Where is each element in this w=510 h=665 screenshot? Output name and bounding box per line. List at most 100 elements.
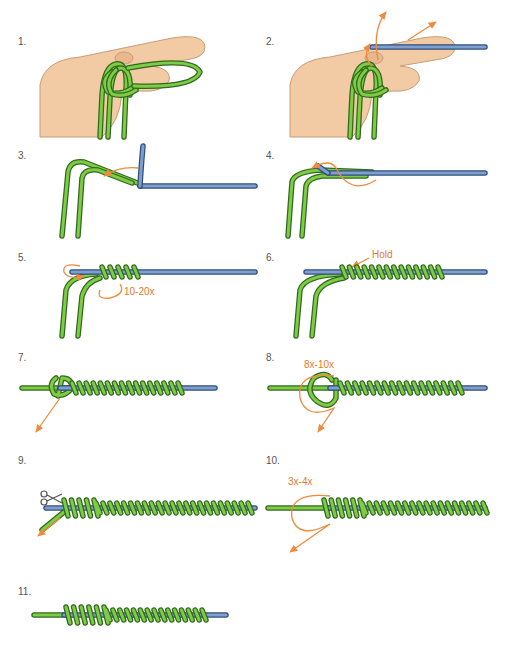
coil-wrap-outline — [423, 267, 427, 277]
coil-wrap-outline — [340, 383, 344, 393]
coil-wrap — [483, 503, 487, 513]
blue-line-outline — [140, 146, 143, 186]
green-line-outline — [302, 176, 366, 236]
coil-wrap — [124, 503, 128, 513]
green-line-outline — [78, 278, 100, 336]
coil-wrap-outline — [433, 503, 437, 513]
coil-wrap-outline — [136, 383, 140, 393]
coil-wrap — [121, 383, 125, 393]
scissors-icon — [41, 491, 62, 505]
coil-wrap-outline — [93, 383, 97, 393]
coil-wrap-outline — [127, 610, 131, 620]
coil-wrap — [372, 267, 376, 277]
coil-wrap — [207, 503, 211, 513]
coil-wrap-outline — [202, 610, 206, 620]
coil-wrap — [127, 610, 131, 620]
coil-wrap — [175, 610, 179, 620]
coil-wrap-outline — [394, 267, 398, 277]
coil-wrap-outline — [144, 503, 148, 513]
coil-wrap-outline — [100, 383, 104, 393]
coil-wrap — [416, 267, 420, 277]
coil-wrap — [469, 503, 473, 513]
coil-wrap — [349, 267, 353, 277]
coil-wrap — [421, 383, 425, 393]
coil-wrap-outline — [364, 267, 368, 277]
step-number: 7. — [18, 352, 26, 364]
coil-wrap-outline — [451, 383, 455, 393]
coil-wrap — [347, 383, 351, 393]
coil-wrap-outline — [151, 503, 155, 513]
coil-wrap — [81, 607, 85, 623]
coil-wrap-outline — [102, 267, 106, 277]
coil-wrap — [129, 383, 133, 393]
step-number: 8. — [266, 352, 274, 364]
coil-wrap-outline — [181, 610, 185, 620]
coil-wrap — [362, 383, 366, 393]
coil-wrap-outline — [438, 267, 442, 277]
coil-wrap-outline — [462, 503, 466, 513]
hand-step-2 — [290, 37, 455, 137]
coil-wrap-outline — [193, 503, 197, 513]
coil-wrap-outline — [129, 383, 133, 393]
coil-wrap — [419, 503, 423, 513]
coil-wrap-outline — [419, 503, 423, 513]
coil-wrap-outline — [72, 383, 76, 393]
blue-line — [72, 271, 255, 274]
coil-wrap — [74, 607, 78, 623]
coil-wrap-outline — [372, 267, 376, 277]
green-line — [78, 170, 132, 236]
coil-wrap — [458, 383, 462, 393]
coil-wrap-outline — [137, 503, 141, 513]
coil-wrap — [241, 503, 245, 513]
green-line — [42, 512, 64, 530]
coil-wrap — [161, 610, 165, 620]
coil-wrap-outline — [331, 500, 335, 516]
coil-wrap-outline — [346, 500, 350, 516]
coil-wrap — [340, 383, 344, 393]
green-line — [359, 70, 386, 95]
coil-wrap-outline — [186, 503, 190, 513]
coil-wrap — [144, 503, 148, 513]
coil-wrap — [438, 267, 442, 277]
coil-wrap-outline — [436, 383, 440, 393]
coil-wrap-outline — [447, 503, 451, 513]
coil-wrap-outline — [103, 503, 107, 513]
coil-wrap-outline — [118, 267, 122, 277]
coil-wrap-outline — [416, 267, 420, 277]
coil-wrap-outline — [443, 383, 447, 393]
coil-wrap — [370, 383, 374, 393]
coil-wrap — [342, 267, 346, 277]
coil-wrap — [151, 503, 155, 513]
coil-wrap — [455, 503, 459, 513]
coil-wrap-outline — [150, 383, 154, 393]
blue-line-outline — [372, 44, 485, 50]
coil-wrap — [89, 607, 93, 623]
green-line — [62, 162, 140, 236]
coil-wrap-outline — [114, 383, 118, 393]
coil-wrap — [405, 503, 409, 513]
blue-line-outline — [140, 183, 255, 189]
coil-wrap — [178, 383, 182, 393]
coil-wrap-outline — [165, 503, 169, 513]
coil-wrap — [376, 503, 380, 513]
coil-wrap — [110, 267, 114, 277]
coil-wrap-outline — [158, 503, 162, 513]
coil-wrap-outline — [342, 267, 346, 277]
coil-wrap — [168, 610, 172, 620]
coil-wrap-outline — [338, 500, 342, 516]
step-number: 5. — [18, 252, 26, 264]
green-line-outline — [288, 170, 372, 236]
step-number: 10. — [266, 455, 280, 467]
coil-wrap — [433, 503, 437, 513]
coil-wrap — [390, 503, 394, 513]
step-number: 9. — [18, 455, 26, 467]
coil-wrap — [164, 383, 168, 393]
coil-wrap — [188, 610, 192, 620]
coil-wrap — [234, 503, 238, 513]
coil-wrap-outline — [107, 383, 111, 393]
coil-wrap-outline — [234, 503, 238, 513]
green-line-outline — [312, 278, 344, 336]
coil-wrap-outline — [66, 607, 70, 623]
coil-wrap — [158, 503, 162, 513]
coil-wrap-outline — [469, 503, 473, 513]
